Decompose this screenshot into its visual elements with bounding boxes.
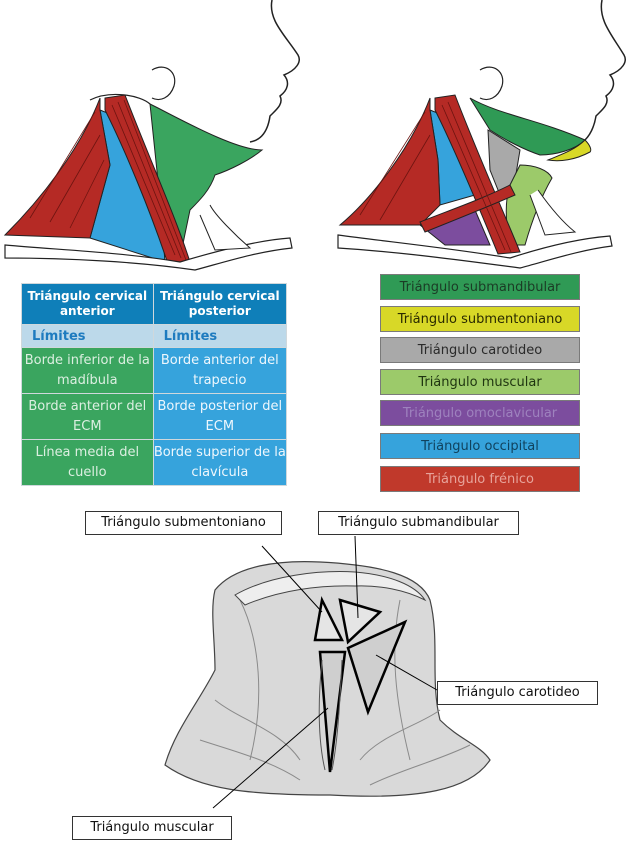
left-face-outline	[249, 0, 300, 143]
anterior-neck-shading	[199, 599, 471, 786]
cell-posterior-2: Borde posterior del ECM	[152, 393, 288, 440]
leader-line-carotideo	[375, 654, 438, 691]
leader-line-muscular	[212, 707, 329, 809]
left-ear	[151, 66, 176, 101]
right-omohyoid	[419, 184, 516, 233]
right-trapezius	[338, 97, 441, 226]
left-anterior-triangle	[149, 103, 264, 260]
right-clavicle	[337, 234, 613, 269]
callout-submentoniano: Triángulo submentoniano	[85, 511, 282, 535]
submental-triangle-outline	[313, 596, 345, 642]
cell-anterior-3: Línea media del cuello	[21, 439, 154, 486]
legend-item: Triángulo frénico	[380, 466, 580, 492]
submandibular-triangle-outline	[338, 598, 383, 645]
legend-item: Triángulo occipital	[380, 433, 580, 459]
right-submandibular-region	[469, 97, 586, 156]
left-sternum-detail	[199, 204, 252, 251]
legend-item: Triángulo submentoniano	[380, 306, 580, 332]
limits-label-posterior: Límites	[152, 324, 288, 348]
legend-item: Triángulo muscular	[380, 369, 580, 395]
legend-item: Triángulo carotideo	[380, 337, 580, 363]
right-neck-illustration	[337, 0, 626, 269]
legend-item: Triángulo submandibular	[380, 274, 580, 300]
muscular-triangle-outline	[318, 650, 347, 773]
trachea-outline	[318, 659, 343, 771]
cell-anterior-1: Borde inferior de la madíbula	[21, 347, 154, 394]
left-neck-illustration	[3, 0, 300, 271]
leader-line-submentoniano	[261, 545, 323, 613]
cell-posterior-3: Borde superior de la clavícula	[152, 439, 288, 486]
right-ear	[479, 66, 504, 101]
right-muscle-fibers	[359, 101, 512, 253]
callout-submandibular: Triángulo submandibular	[318, 511, 519, 535]
right-sternum-detail	[529, 189, 577, 236]
table-row: Línea media del cuello Borde superior de…	[21, 439, 288, 486]
right-submental-region	[546, 139, 592, 162]
limits-table: Triángulo cervical anterior Triángulo ce…	[21, 283, 288, 486]
limits-label-row: Límites Límites	[21, 324, 288, 348]
left-trapezius	[3, 97, 111, 239]
right-face-outline	[584, 0, 626, 141]
callout-carotideo: Triángulo carotideo	[437, 681, 598, 705]
mandible-outline	[234, 571, 427, 606]
anterior-neck-illustration	[164, 535, 491, 809]
legend-item: Triángulo omoclavicular	[380, 400, 580, 426]
left-clavicle	[4, 237, 293, 271]
header-posterior: Triángulo cervical posterior	[152, 283, 288, 325]
cell-anterior-2: Borde anterior del ECM	[21, 393, 154, 440]
cell-posterior-1: Borde anterior del trapecio	[152, 347, 288, 394]
table-header-row: Triángulo cervical anterior Triángulo ce…	[21, 283, 288, 325]
right-scm-muscle	[434, 94, 521, 255]
table-row: Borde inferior de la madíbula Borde ante…	[21, 347, 288, 394]
leader-line-submandibular	[354, 535, 359, 619]
carotid-triangle-outline	[346, 619, 408, 716]
left-muscle-fibers	[29, 99, 187, 261]
limits-label-anterior: Límites	[21, 324, 154, 348]
callout-muscular: Triángulo muscular	[72, 816, 232, 840]
table-row: Borde anterior del ECM Borde posterior d…	[21, 393, 288, 440]
header-anterior: Triángulo cervical anterior	[21, 283, 154, 325]
